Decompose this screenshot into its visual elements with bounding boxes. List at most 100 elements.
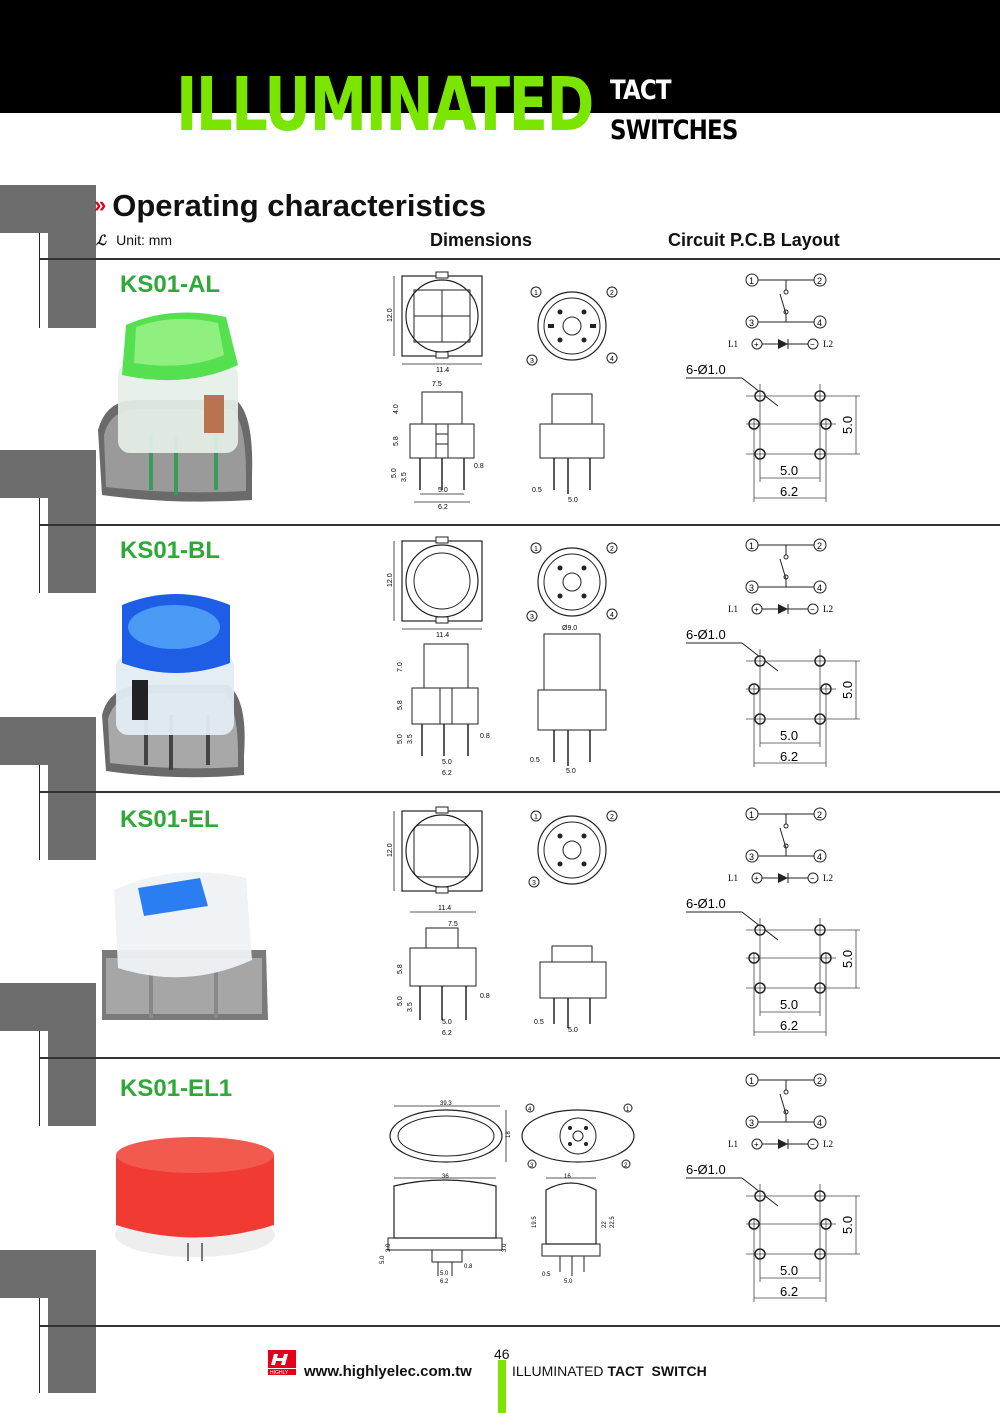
dim-0-8: 0.8 [464,1264,473,1270]
pin-label: 2 [817,541,822,551]
led-l1-label: L1 [728,1139,738,1149]
led-l2-label: L2 [823,873,833,883]
footer-accent-bar [498,1360,506,1413]
spacing-5-0-v: 5.0 [840,950,855,968]
dim-3-0: 3.0 [502,1243,508,1252]
dim-5-0: 5.0 [564,1279,573,1284]
footer-product-line: ILLUMINATED TACT SWITCH [512,1363,707,1379]
drawing-side-view-1: 7.5 4.0 5.8 5.0 3.5 0.8 5.0 6.2 [391,381,484,510]
pin-label: 3 [532,880,536,887]
dim-7-0: 7.0 [397,662,404,672]
pin-label: 1 [534,814,538,821]
circuit-pcb-2: 1 2 3 4 L1 + − L2 6-Ø1.0 5.0 5.0 6.2 [686,538,860,767]
photo-ks01-el1 [115,1137,275,1261]
title-illuminated: ILLUMINATED [176,62,594,148]
dim-36: 36 [442,1174,449,1180]
minus-sign: − [810,874,815,883]
drawing-top-view-2: 12.0 11.4 [387,536,483,639]
pin-label: 2 [817,1076,822,1086]
dim-5-0: 5.0 [397,734,404,744]
spacing-6-2: 6.2 [780,484,798,499]
dim-39-3: 39.3 [440,1101,452,1107]
dim-0-8: 0.8 [480,993,490,1000]
minus-sign: − [810,340,815,349]
pin-label: 1 [626,1107,630,1113]
circuit-pcb-4: 1 2 3 4 L1 + − L2 6-Ø1.0 5.0 5.0 6.2 [686,1073,860,1302]
pin-label: 4 [817,1118,822,1128]
dim-6-2: 6.2 [438,504,448,510]
pin-label: 4 [817,852,822,862]
side-tab-1 [0,185,96,328]
spacing-5-0-v: 5.0 [840,1216,855,1234]
pin-label: 1 [534,546,538,553]
column-circuit-pcb: Circuit P.C.B Layout [668,230,840,250]
hole-spec: 6-Ø1.0 [686,627,726,642]
row-divider [40,524,1000,526]
dim-11-4: 11.4 [436,632,449,639]
drawing-bottom-view-2: 1 2 3 4 [526,542,618,622]
dim-19-5: 19.5 [532,1216,538,1228]
spacing-6-2: 6.2 [780,1018,798,1033]
plus-sign: + [754,874,759,883]
drawing-front-view-1: 0.5 5.0 [532,393,605,504]
model-ks01-bl: KS01-BL [120,537,221,564]
dim-phi-9: Ø9.0 [562,625,577,632]
dim-5-8: 5.8 [393,436,400,446]
dim-6-2: 6.2 [440,1279,449,1284]
drawing-bottom-view-3: 1 2 3 [528,810,618,888]
pin-label: 2 [610,814,614,821]
dim-12: 12.0 [387,843,394,857]
dim-3-0: 3.0 [386,1243,392,1252]
circuit-pcb-1: 1 2 3 4 L1 + − L2 6-Ø1.0 5.0 5.0 6.2 [686,273,860,502]
spacing-5-0-h: 5.0 [780,997,798,1012]
dim-3-5: 3.5 [407,734,414,744]
pin-label: 2 [624,1163,628,1169]
dim-3-5: 3.5 [401,472,408,482]
pin-label: 4 [817,583,822,593]
page-number: 46 [494,1346,510,1362]
model-ks01-al: KS01-AL [120,271,221,298]
pin-label: 1 [749,1076,754,1086]
spacing-6-2: 6.2 [780,1284,798,1299]
drawing-bottom-view-4: 4 1 3 2 [521,1103,635,1169]
dim-0-5: 0.5 [530,757,540,764]
arrows-icon: » [94,192,107,217]
drawing-side-view-2: 7.0 5.8 5.0 3.5 0.8 5.0 6.2 [397,643,490,777]
dim-12: 12.0 [387,573,394,587]
drawing-side-view-4: 36 5.0 3.0 0.8 5.0 6.2 3.0 [380,1174,508,1284]
led-l1-label: L1 [728,339,738,349]
dim-0-5: 0.5 [542,1272,551,1278]
pin-label: 1 [749,810,754,820]
dim-18: 18 [506,1131,512,1138]
pin-label: 2 [817,810,822,820]
dim-0-8: 0.8 [474,463,484,470]
pin-label: 3 [530,358,534,365]
pin-label: 4 [817,318,822,328]
dim-6-2: 6.2 [442,1030,452,1037]
drawing-top-view-3: 12.0 [387,806,483,894]
side-tab-2 [0,450,96,593]
pin-label: 3 [749,583,754,593]
plus-sign: + [754,340,759,349]
pin-label: 3 [749,1118,754,1128]
pin-label: 1 [749,541,754,551]
row-divider [40,1057,1000,1059]
led-l2-label: L2 [823,1139,833,1149]
footer-url[interactable]: www.highlyelec.com.tw [304,1363,472,1380]
dim-5-0: 5.0 [442,759,452,766]
spacing-5-0-h: 5.0 [780,1263,798,1278]
model-ks01-el1: KS01-EL1 [120,1075,233,1102]
photo-ks01-al [98,312,253,502]
column-dimensions: Dimensions [430,230,533,250]
dim-4-0: 4.0 [393,404,400,414]
dim-5-0: 5.0 [440,1271,449,1277]
dim-5-0: 5.0 [391,468,398,478]
dim-5-0: 5.0 [442,1019,452,1026]
title-tact: TACT [610,75,672,106]
minus-sign: − [810,605,815,614]
hole-spec: 6-Ø1.0 [686,1162,726,1177]
dim-5-8: 5.8 [397,700,404,710]
dim-5-0: 5.0 [568,1027,578,1034]
dim-5-0: 5.0 [380,1255,386,1264]
plus-sign: + [754,605,759,614]
